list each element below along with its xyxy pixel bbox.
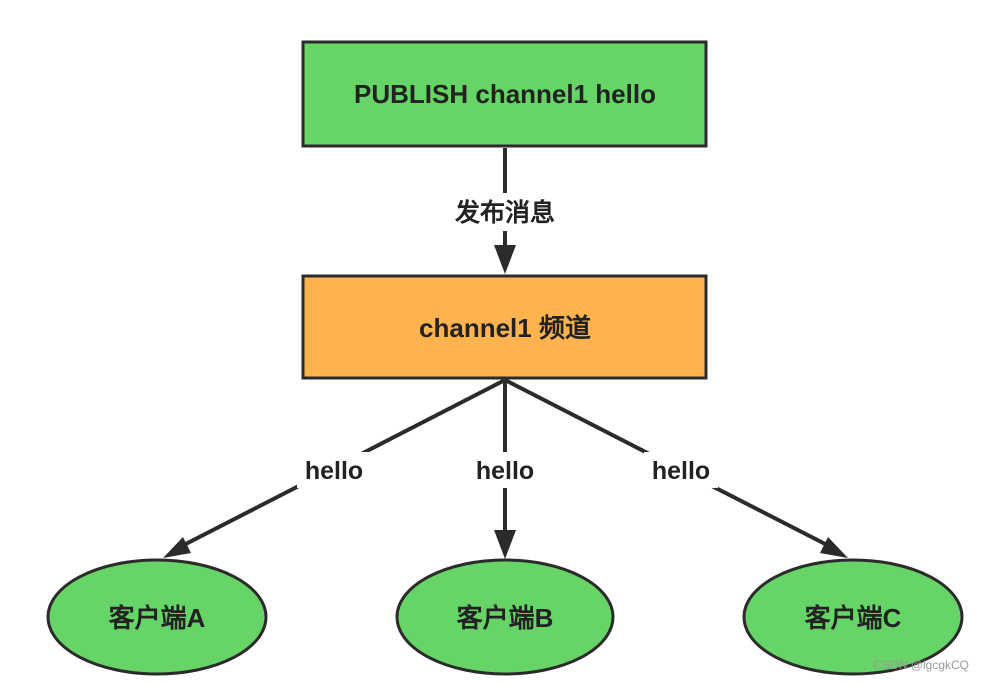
edge-label-bg-a [297,452,371,488]
client-b-node [395,558,615,676]
edge-label-b: hello [476,457,534,485]
arrowhead-channel [494,245,516,274]
edge-label-bg-publish [445,193,565,231]
client-b-label: 客户端B [457,603,554,633]
channel-node-label: channel1 频道 [419,313,591,343]
watermark: CSDN @lgcgkCQ [873,658,969,672]
edge-label-a: hello [305,457,363,485]
channel-node [301,274,708,380]
edge-label-bg-c [644,452,718,488]
client-c-label: 客户端C [805,603,902,633]
edge-label-c: hello [652,457,710,485]
client-c-node [742,558,964,676]
arrowhead-client-a [163,537,191,558]
publish-node [301,40,708,148]
arrowhead-client-c [820,537,848,558]
publish-node-label: PUBLISH channel1 hello [354,79,656,109]
client-a-node [46,558,268,676]
edge-label-bg-b [468,452,542,488]
arrowhead-client-b [494,530,516,559]
client-a-label: 客户端A [109,603,206,633]
edge-label-publish: 发布消息 [454,198,555,227]
